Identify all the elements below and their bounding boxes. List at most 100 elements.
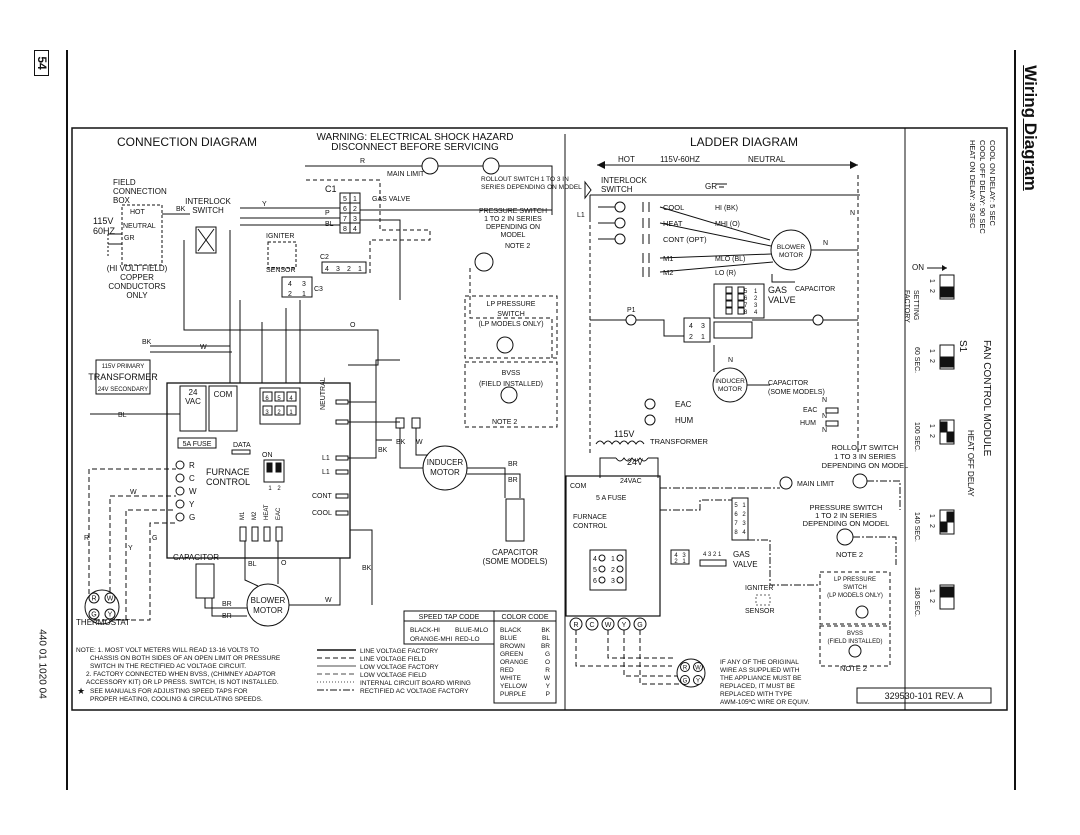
connector-pin: 1 (682, 559, 686, 565)
gas-valve-pin-cell (725, 286, 733, 294)
rectified-lead (748, 539, 818, 586)
blower-motor-label: BLOWER (251, 596, 286, 605)
ladder-terminal-label: Y (622, 622, 627, 629)
cool-tab (335, 510, 349, 516)
fan-dip-slider (946, 431, 954, 443)
speed-tap-terminal (239, 526, 247, 542)
ladder-c1-pin: 3 (742, 521, 746, 527)
fan-delay-setting: COOL OFF DELAY: 90 SEC (978, 140, 987, 234)
fan-delay-setting: COOL ON DELAY: 5 SEC (988, 140, 997, 226)
field-conductors-note: ONLY (126, 291, 148, 300)
blower-motor (246, 583, 290, 627)
fan-dip-slider (940, 521, 948, 533)
ladder-thermostat-terminal (680, 662, 690, 672)
bvss-box (464, 361, 558, 428)
interlock-switch-label: INTERLOCK (185, 197, 231, 206)
ladder-gas-valve-bottom-label: GAS (733, 550, 750, 559)
c1-pin: 5 (343, 196, 347, 203)
harness-pin-socket (598, 565, 606, 573)
p1-terminal (625, 314, 637, 326)
ladder-inducer-motor (712, 367, 748, 403)
ladder-thermostat-terminal (680, 675, 690, 685)
arrow-head (850, 161, 858, 169)
fan-delay-option: 100 SEC. (913, 422, 920, 452)
fan-dip-switch (939, 344, 955, 370)
speed-tap-mlo: MLO (BL) (715, 256, 745, 263)
gas-valve-pin: 7 (744, 303, 748, 309)
main-limit-switch (421, 157, 439, 175)
connector-pin: 4 (289, 396, 293, 402)
speed-tap-label: M2 (252, 511, 258, 520)
note2-label: NOTE 2 (492, 419, 517, 426)
wire-dashed (469, 268, 553, 358)
ladder-lp-switch (855, 605, 869, 619)
speed-tap-hi: HI (BK) (715, 205, 738, 212)
fan-dip-pin: 1 (928, 514, 935, 518)
color-code-name: GREEN (500, 651, 523, 658)
note-text: 2. FACTORY CONNECTED WHEN BVSS, (CHIMNEY… (86, 671, 276, 678)
ladder-fuse-label: 5 A FUSE (596, 495, 627, 502)
hot-label: HOT (618, 155, 635, 164)
fan-dip-pin: 1 (928, 349, 935, 353)
c3-connector (281, 276, 313, 298)
fan-dip-pin: 1 (928, 279, 935, 283)
gas-valve-pin-cell (737, 307, 745, 315)
thermostat-terminal (88, 592, 100, 604)
supply-voltage-label: 115V (93, 216, 113, 226)
harness-pin-socket (598, 576, 606, 584)
ladder-n-label: N (822, 413, 827, 420)
thermostat-terminal (175, 460, 185, 470)
field-conductors-note: CONDUCTORS (108, 282, 165, 291)
connector-cell (262, 391, 273, 402)
terminal-neutral: NEUTRAL (123, 223, 156, 230)
fan-dip-switch (939, 509, 955, 535)
wire-replacement-note: THE APPLIANCE MUST BE (720, 675, 802, 682)
wire-color-bk: BK (378, 447, 388, 454)
ladder-furnace-control-label: CONTROL (573, 523, 607, 530)
field-conductors-note: (HI VOLT FIELD) (107, 264, 168, 273)
gas-valve-connector-pins: 4 3 2 1 (703, 552, 722, 558)
part-number-box (856, 687, 992, 704)
ladder-n-label: N (823, 240, 828, 247)
note-text: CHASSIS ON BOTH SIDES OF AN OPEN LIMIT O… (90, 655, 281, 662)
gas-valve-pin-cell (737, 286, 745, 294)
speed-tap-terminal (251, 526, 259, 542)
low-voltage-lead (599, 457, 616, 478)
connector-cell (262, 405, 273, 416)
ladder-24vac-label: 24VAC (620, 478, 642, 485)
capacitor-some-models-label: (SOME MODELS) (483, 557, 548, 566)
page-number-box (34, 50, 49, 76)
ladder-relay-block (713, 321, 753, 339)
note-star-text: PROPER HEATING, COOLING & CIRCULATING SP… (90, 696, 263, 703)
fan-dip-slider (940, 286, 948, 298)
fan-dip-slider (940, 421, 948, 433)
thermostat-terminal (104, 608, 116, 620)
ladder-gas-valve-connector (713, 283, 765, 319)
transformer-secondary-coil (615, 457, 649, 462)
color-code-abbr: P (546, 691, 550, 698)
ladder-terminal-label: R (573, 622, 578, 629)
thermostat-terminal-label: C (189, 474, 195, 483)
fan-delay-option: 140 SEC. (913, 512, 920, 542)
c2-pin: 4 (325, 266, 329, 273)
wire-color-br: BR (508, 461, 518, 468)
p1-lead (636, 319, 684, 337)
wire-replacement-note: REPLACED WITH TYPE (720, 691, 793, 698)
legend-label: LINE VOLTAGE FIELD (360, 656, 427, 663)
fan-dip-slider (940, 586, 948, 598)
wire-color-y: Y (262, 201, 267, 208)
transformer (95, 359, 151, 395)
ladder-eac-label: EAC (675, 400, 692, 409)
thermostat-wire (88, 468, 176, 594)
c1-pin: 7 (343, 216, 347, 223)
furnace-control-label: FURNACE (206, 467, 250, 477)
color-code-abbr: G (545, 651, 550, 658)
wire-blue (244, 541, 259, 587)
gas-valve-pin-cell (725, 300, 733, 308)
thermostat-terminal (88, 608, 100, 620)
fan-delay-option: 180 SEC. (913, 587, 920, 617)
legend-label: LOW VOLTAGE FIELD (360, 672, 427, 679)
lp-pressure-switch (496, 336, 514, 354)
color-code-abbr: R (545, 667, 550, 674)
